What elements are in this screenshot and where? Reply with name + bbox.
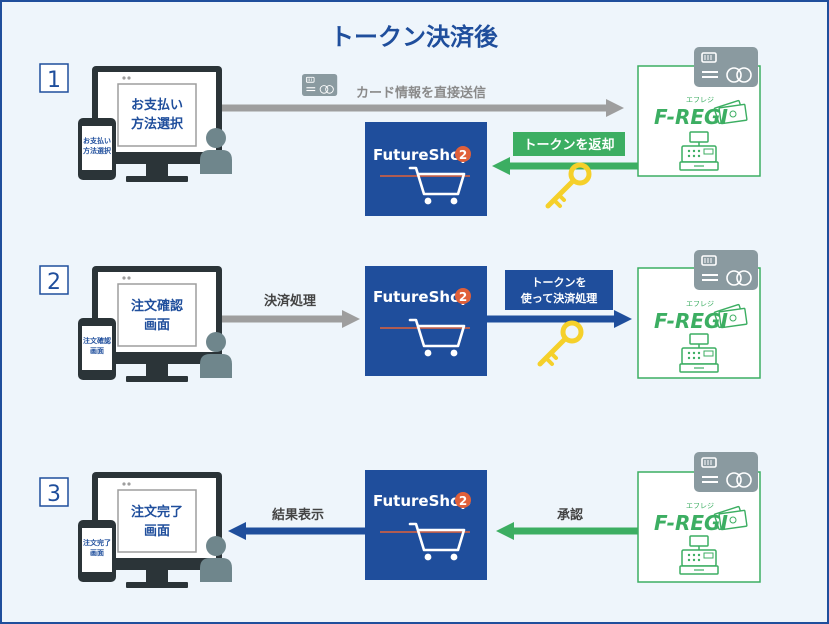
approval-label: 承認	[557, 507, 583, 523]
phone-text-line-2: 画面	[90, 347, 104, 355]
fregi-box: エフレジ F-REGI	[637, 46, 761, 177]
smartphone: 注文完了 画面	[78, 520, 116, 582]
screen-text-line-2: 方法選択	[131, 116, 184, 132]
result-arrow-head	[228, 522, 246, 540]
payment-label: 決済処理	[264, 293, 316, 309]
phone-text-line-1: 注文完了	[83, 538, 111, 547]
phone-text-line-2: 方法選択	[83, 146, 112, 155]
futureshop-version: 2	[459, 494, 467, 508]
token-return-arrow-head	[492, 157, 510, 175]
step-number-box	[39, 477, 69, 507]
token-payment-label-box	[505, 270, 613, 310]
fregi-kana: エフレジ	[686, 300, 714, 308]
screen-text-line-2: 画面	[144, 524, 170, 539]
fregi-box: エフレジ F-REGI	[637, 451, 761, 583]
step-number-box	[39, 63, 69, 93]
desktop-monitor: 注文確認 画面	[92, 266, 222, 382]
smartphone: 注文確認 画面	[78, 318, 116, 380]
step-3: 3 注文完了 画面 注文完了 画面 結果表示 FutureShop 2	[39, 451, 761, 588]
desktop-monitor: お支払い 方法選択	[92, 66, 222, 182]
futureshop-version: 2	[459, 290, 467, 304]
credit-card-icon	[693, 249, 759, 291]
result-label: 結果表示	[272, 507, 324, 523]
diagram-title: トークン決済後	[330, 23, 499, 51]
payment-arrow-head	[342, 310, 360, 328]
screen-text-line-1: 注文完了	[131, 504, 183, 520]
smartphone: お支払い 方法選択	[78, 118, 116, 180]
desktop-monitor: 注文完了 画面	[92, 472, 222, 588]
step-number: 2	[47, 270, 61, 295]
fregi-kana: エフレジ	[686, 502, 714, 510]
phone-text-line-2: 画面	[90, 549, 104, 557]
step-number: 1	[47, 68, 61, 93]
fregi-logo: F-REGI	[654, 105, 728, 129]
screen-text-line-2: 画面	[144, 318, 170, 333]
screen-text-line-1: お支払い	[131, 97, 183, 113]
phone-text-line-1: お支払い	[83, 136, 111, 145]
fregi-kana: エフレジ	[686, 96, 714, 104]
phone-text-line-1: 注文確認	[83, 336, 111, 345]
screen-text-line-1: 注文確認	[131, 298, 183, 314]
step-1: 1 お支払い 方法選択 お支払い 方法選択 カード情報を直接送信 Futur	[39, 46, 761, 216]
token-payment-label-line-1: トークンを	[532, 276, 587, 289]
futureshop-box: FutureShop 2	[365, 266, 487, 376]
token-return-label-box	[513, 132, 625, 156]
token-payment-label-line-2: 使って決済処理	[520, 291, 597, 305]
token-return-label: トークンを返却	[523, 137, 614, 153]
fregi-logo: F-REGI	[654, 511, 728, 535]
credit-card-icon	[301, 73, 338, 97]
card-info-label: カード情報を直接送信	[356, 85, 486, 101]
card-info-arrow-head	[606, 99, 624, 117]
token-payment-arrow-head	[614, 310, 632, 328]
futureshop-logo: FutureShop	[373, 146, 471, 164]
step-number: 3	[47, 482, 61, 507]
fregi-logo: F-REGI	[654, 309, 728, 333]
fregi-box: エフレジ F-REGI	[637, 249, 761, 379]
futureshop-version: 2	[459, 148, 467, 162]
step-number-box	[39, 265, 69, 295]
futureshop-box: FutureShop 2	[365, 470, 487, 580]
step-2: 2 注文確認 画面 注文確認 画面 決済処理 FutureShop 2	[39, 249, 761, 382]
futureshop-logo: FutureShop	[373, 288, 471, 306]
futureshop-box: FutureShop 2	[365, 122, 487, 216]
approval-arrow-head	[496, 522, 514, 540]
credit-card-icon	[693, 451, 759, 493]
futureshop-logo: FutureShop	[373, 492, 471, 510]
credit-card-icon	[693, 46, 759, 88]
